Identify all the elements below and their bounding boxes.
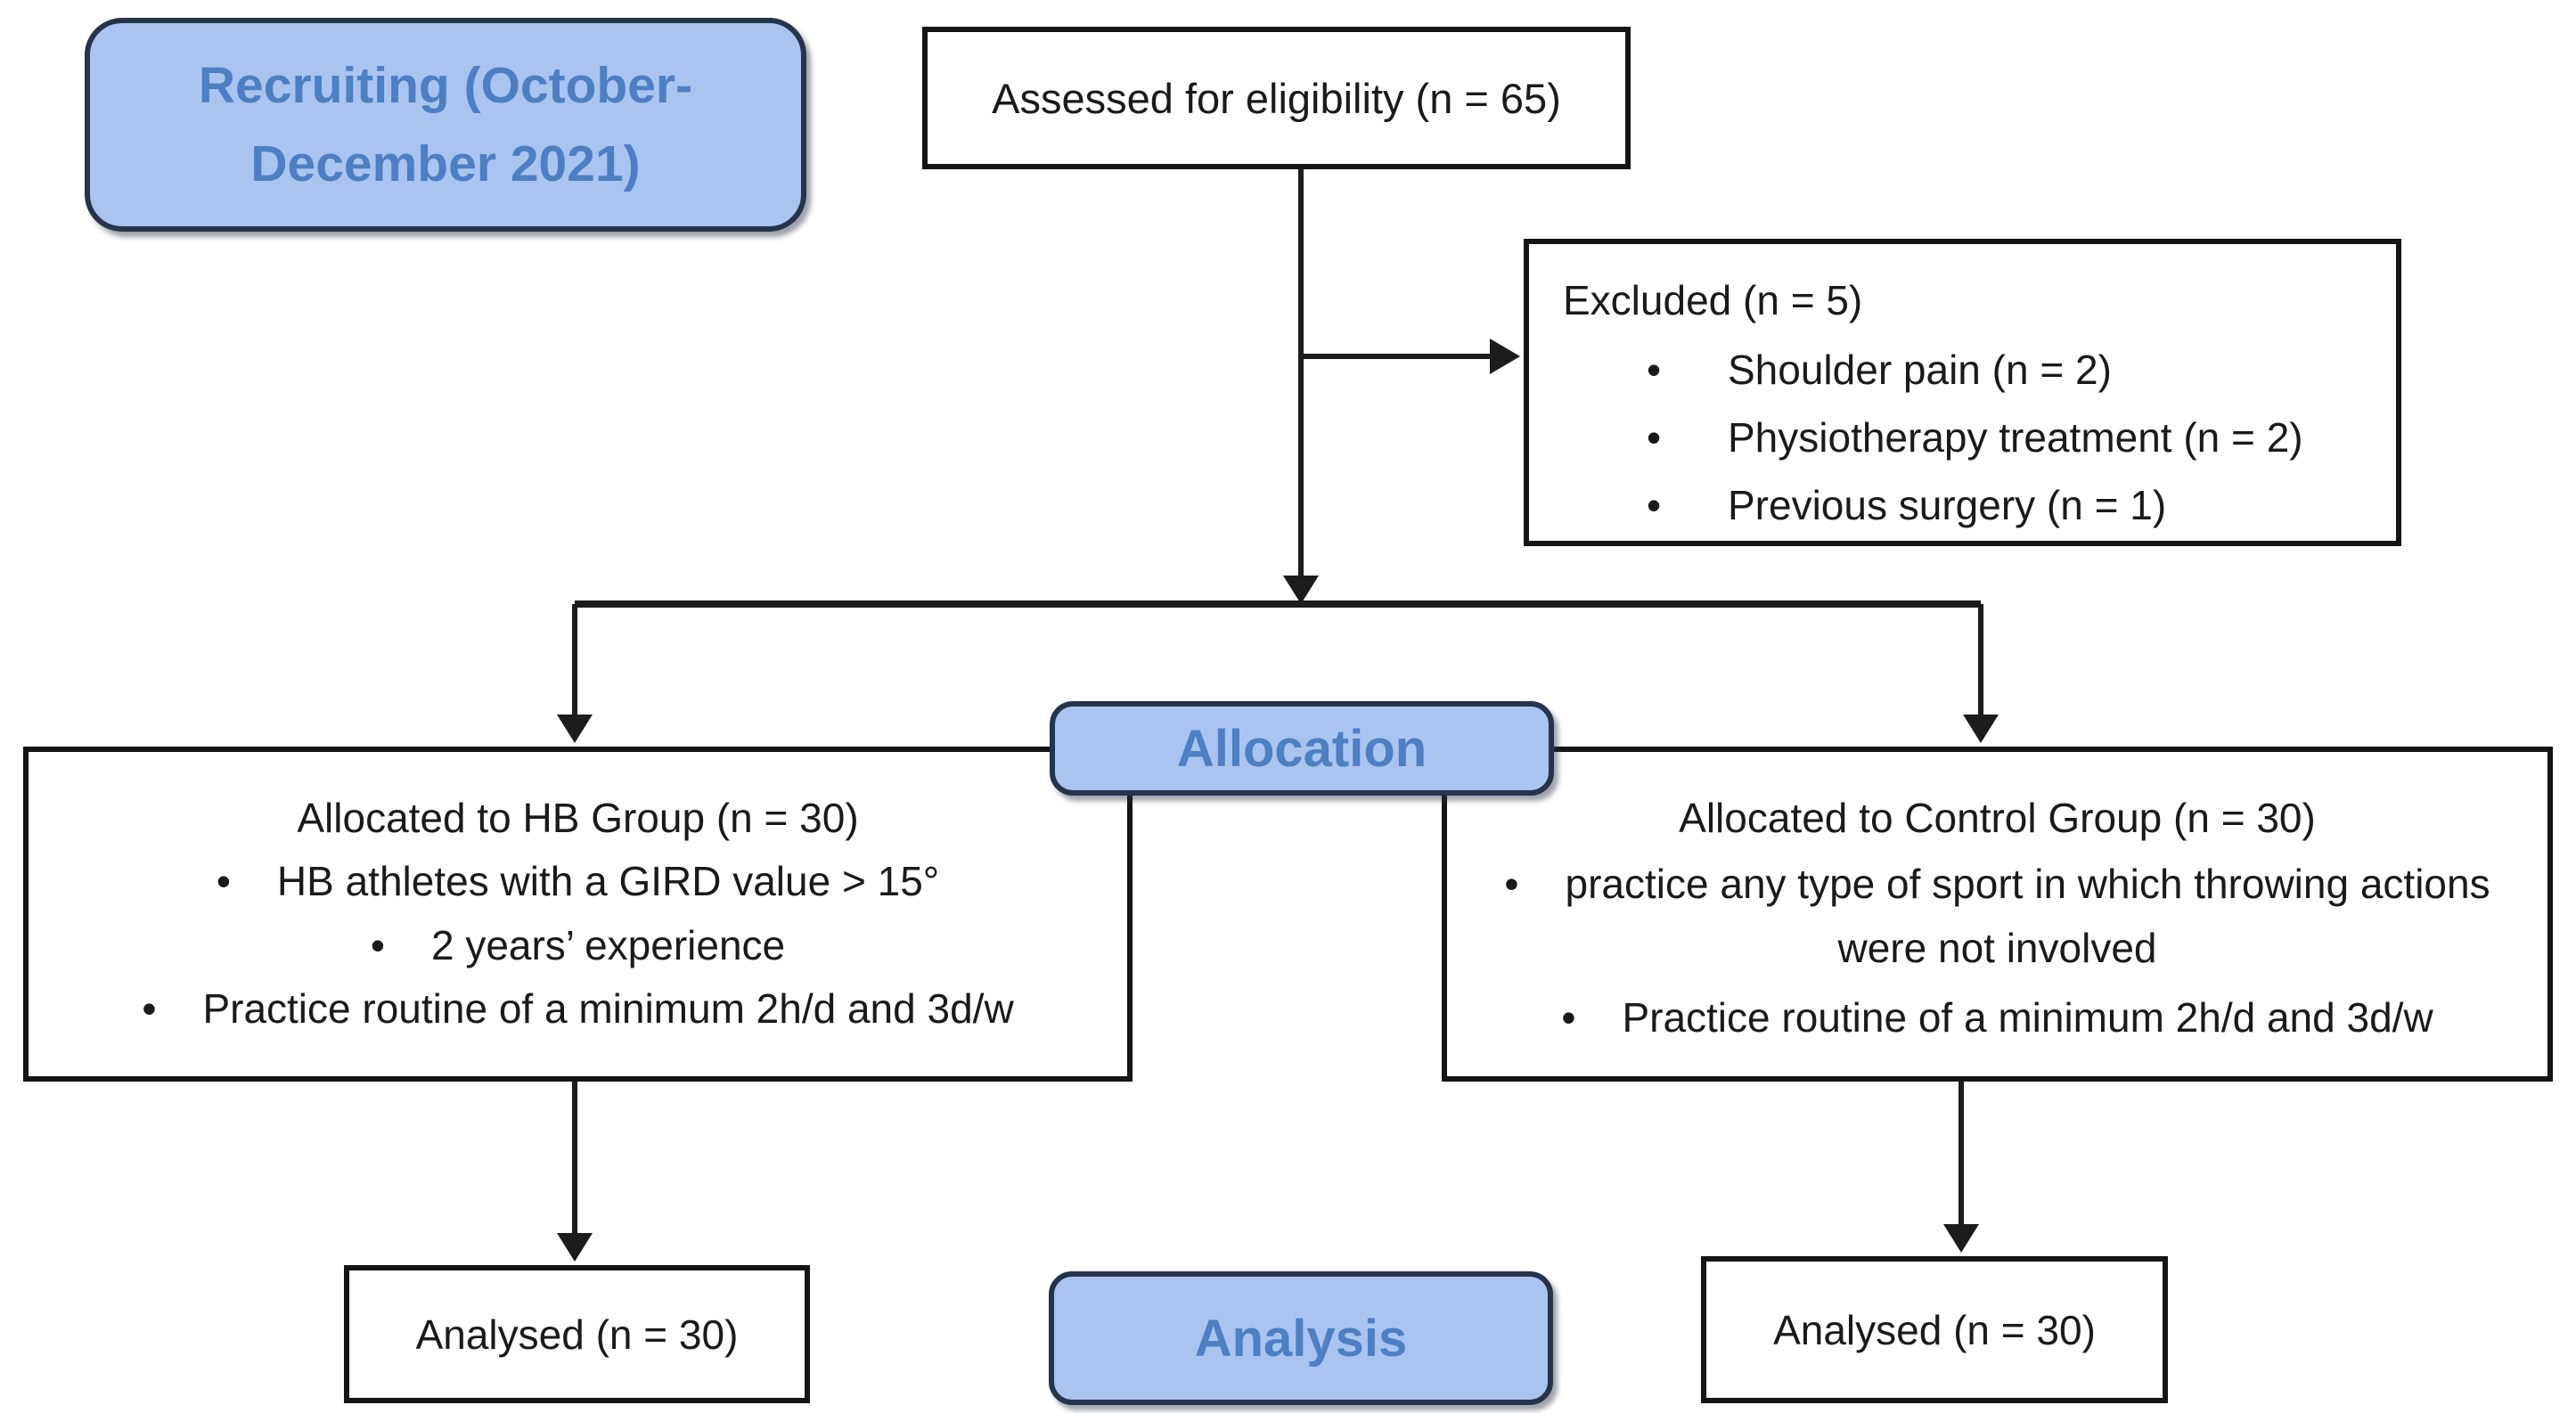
excluded-item: Shoulder pain (n = 2) — [1529, 342, 2378, 397]
arrow-to-hb-group — [557, 604, 593, 743]
arrow-to-excluded — [1298, 339, 1520, 374]
hb-group-title: Allocated to HB Group (n = 30) — [297, 795, 859, 841]
control-group-item: Practice routine of a minimum 2h/d and 3… — [1447, 989, 2547, 1047]
arrow-to-control-group — [1963, 604, 1999, 743]
excluded-item: Physiotherapy treatment (n = 2) — [1529, 410, 2378, 465]
hb-group-item: 2 years’ experience — [29, 917, 1127, 975]
recruiting-label: Recruiting (October-December 2021) — [198, 56, 693, 192]
hb-group-item: Practice routine of a minimum 2h/d and 3… — [29, 980, 1127, 1038]
hb-group-box: Allocated to HB Group (n = 30) HB athlet… — [23, 747, 1133, 1082]
analysis-label: Analysis — [1194, 1309, 1408, 1368]
control-group-item: practice any type of sport in which thro… — [1485, 853, 2510, 980]
excluded-box: Excluded (n = 5) Shoulder pain (n = 2) P… — [1524, 239, 2401, 546]
phase-label-analysis: Analysis — [1049, 1271, 1553, 1405]
analysed-hb-text: Analysed (n = 30) — [415, 1311, 739, 1358]
phase-label-allocation: Allocation — [1050, 701, 1554, 796]
arrow-control-to-analysed — [1943, 1082, 1979, 1253]
analysed-hb-box: Analysed (n = 30) — [344, 1265, 810, 1403]
arrow-assessed-to-split — [1283, 167, 1319, 604]
assessed-box: Assessed for eligibility (n = 65) — [922, 27, 1631, 169]
excluded-title: Excluded (n = 5) — [1563, 277, 1863, 323]
control-group-box: Allocated to Control Group (n = 30) prac… — [1442, 747, 2553, 1082]
arrow-hb-to-analysed — [557, 1082, 593, 1262]
allocation-label: Allocation — [1176, 719, 1427, 778]
analysed-control-box: Analysed (n = 30) — [1701, 1256, 2168, 1403]
assessed-text: Assessed for eligibility (n = 65) — [992, 74, 1561, 122]
excluded-item: Previous surgery (n = 1) — [1529, 478, 2378, 533]
phase-label-recruiting: Recruiting (October-December 2021) — [85, 18, 806, 232]
analysed-control-text: Analysed (n = 30) — [1773, 1306, 2096, 1353]
control-group-title: Allocated to Control Group (n = 30) — [1679, 795, 2316, 841]
hb-group-item: HB athletes with a GIRD value > 15° — [29, 853, 1127, 911]
